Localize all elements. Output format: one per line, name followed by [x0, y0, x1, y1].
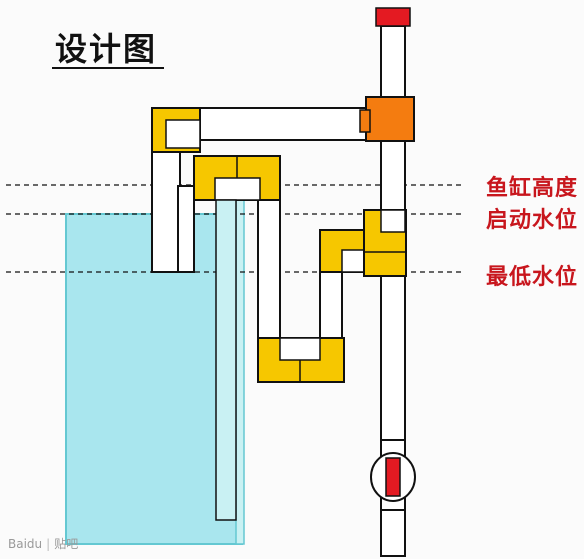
tank-height-label: 鱼缸高度 [485, 175, 578, 201]
watermark: Baidu|贴吧 [8, 537, 79, 551]
bottom-u-elbow [257, 337, 345, 383]
title-underline [52, 67, 164, 69]
watermark-brand: Bai [8, 537, 27, 551]
orange-tee [359, 96, 415, 142]
inner-top-elbow [193, 155, 281, 201]
start-level-label: 启动水位 [485, 207, 578, 233]
side-elbow [319, 229, 365, 273]
tank-wall [235, 185, 245, 545]
standpipe-tee [363, 209, 407, 277]
outer-elbow [151, 107, 201, 153]
inner-leg [215, 199, 237, 521]
watermark-brand2: du [26, 537, 43, 551]
min-level-label: 最低水位 [485, 264, 578, 290]
valve [370, 439, 416, 511]
diagram-title: 设计图 [55, 30, 158, 68]
watermark-sub: 贴吧 [54, 537, 79, 551]
top-cap [375, 7, 411, 27]
